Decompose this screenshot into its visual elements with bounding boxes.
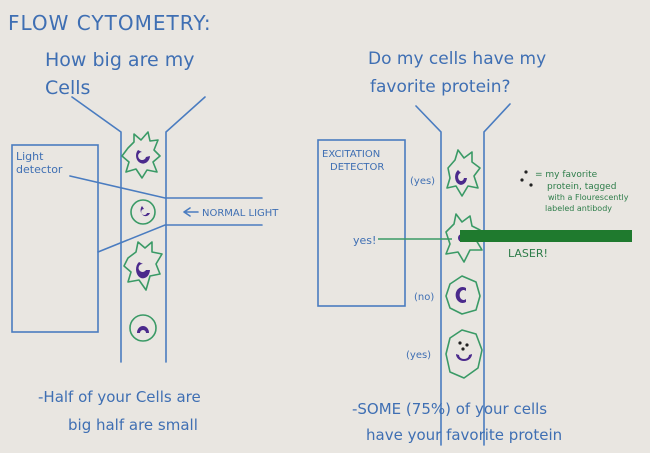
protein-dots-icon bbox=[520, 170, 533, 187]
legend-line-2: protein, tagged bbox=[547, 182, 616, 192]
normal-light-label: NORMAL LIGHT bbox=[202, 208, 279, 219]
flow-tube bbox=[71, 96, 206, 363]
arrow-left-icon bbox=[183, 207, 199, 217]
nucleus bbox=[455, 170, 467, 185]
cell-with-protein bbox=[446, 149, 481, 197]
nucleus bbox=[136, 262, 150, 279]
nucleus bbox=[137, 326, 149, 333]
nucleus bbox=[140, 206, 150, 217]
laser-label: LASER! bbox=[508, 247, 548, 260]
right-question-line2: favorite protein? bbox=[370, 77, 511, 97]
nucleus bbox=[456, 354, 472, 361]
cell-label-yes-3: (yes) bbox=[406, 350, 431, 361]
nucleus bbox=[455, 287, 466, 303]
excitation-detector-label-1: EXCITATION bbox=[322, 149, 380, 160]
legend-line-1: = my favorite bbox=[535, 170, 598, 180]
flow-tube bbox=[415, 103, 511, 446]
cell-size-panel: How big are my Cells Light detector NORM… bbox=[11, 49, 279, 434]
cell-with-protein bbox=[445, 329, 483, 379]
cell-without-protein bbox=[445, 275, 481, 315]
right-conclusion-line1: -SOME (75%) of your cells bbox=[352, 400, 547, 418]
light-detector-box bbox=[11, 144, 99, 333]
cell-label-yes-1: (yes) bbox=[410, 176, 435, 187]
left-question-line2: Cells bbox=[45, 77, 90, 99]
protein-panel: Do my cells have my favorite protein? EX… bbox=[317, 49, 632, 446]
right-conclusion-line2: have your favorite protein bbox=[366, 426, 562, 444]
nucleus bbox=[136, 150, 150, 164]
legend-line-4: labeled antibody bbox=[545, 204, 612, 213]
excitation-detector-box bbox=[317, 139, 406, 307]
left-conclusion-line1: -Half of your Cells are bbox=[38, 388, 201, 406]
cell-label-no: (no) bbox=[414, 292, 434, 303]
cell-label-yes-2: yes! bbox=[353, 234, 376, 247]
left-conclusion-line2: big half are small bbox=[68, 416, 198, 434]
light-detector-label-1: Light bbox=[16, 150, 44, 163]
scatter-lines bbox=[69, 175, 263, 253]
left-question-line1: How big are my bbox=[45, 49, 194, 71]
laser-beam bbox=[460, 230, 632, 242]
title: FLOW CYTOMETRY: bbox=[8, 11, 212, 35]
large-cell bbox=[121, 131, 161, 179]
right-question-line1: Do my cells have my bbox=[368, 49, 546, 69]
large-cell bbox=[123, 241, 163, 291]
light-detector-label-2: detector bbox=[16, 163, 63, 176]
small-cell bbox=[130, 199, 156, 225]
excitation-detector-label-2: DETECTOR bbox=[330, 162, 384, 173]
legend-line-3: with a Flourescently bbox=[548, 193, 629, 202]
small-cell bbox=[129, 314, 157, 342]
